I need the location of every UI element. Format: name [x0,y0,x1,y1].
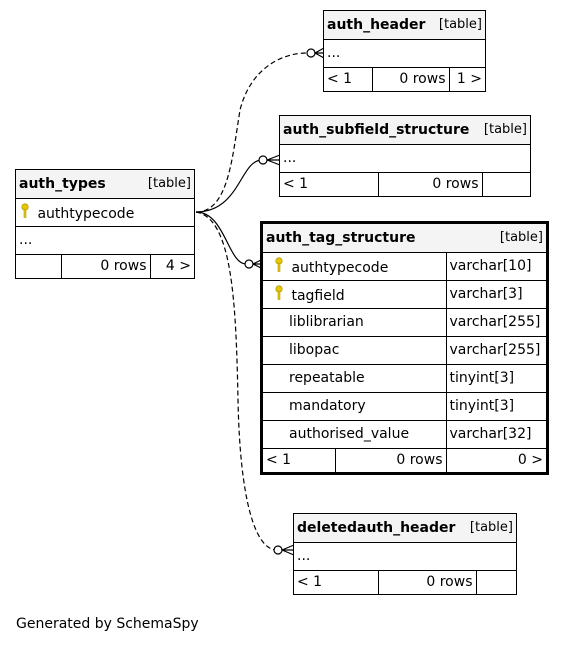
column-name: authtypecode [291,259,389,276]
column-name: repeatable [263,363,447,393]
key-icon [21,202,29,218]
crowfoot-marker [314,47,325,59]
children-count[interactable]: 0 > [445,447,546,472]
table-kind: [table] [483,121,527,137]
children-count[interactable] [475,569,516,594]
row-count: 0 rows [371,66,450,91]
row-count: 0 rows [60,253,151,278]
edge-auth-tag-structure [195,211,247,265]
generated-by-label: Generated by SchemaSpy [16,616,199,632]
edge-end-circle [244,259,254,269]
table-name[interactable]: auth_tag_structure [266,229,416,246]
column-row[interactable]: mandatory tinyint[3] [263,391,546,421]
children-count[interactable]: 1 > [448,66,485,91]
table-kind: [table] [147,175,191,191]
row-count: 0 rows [334,447,447,472]
table-auth-header[interactable]: auth_header [table] ... < 1 0 rows 1 > [323,10,486,92]
column-row[interactable]: repeatable tinyint[3] [263,363,546,393]
row-count: 0 rows [377,171,483,196]
row-count: 0 rows [377,569,477,594]
edge-auth-subfield-structure [195,159,263,213]
column-type: varchar[10] [445,251,546,281]
edge-auth-header [195,52,308,213]
table-name[interactable]: auth_subfield_structure [283,121,470,138]
edge-end-circle [273,545,283,555]
crowfoot-marker [281,544,295,556]
parents-count[interactable] [16,253,62,278]
columns-ellipsis: ... [294,541,516,571]
parents-count[interactable]: < 1 [263,447,336,472]
parents-count[interactable]: < 1 [294,569,379,594]
children-count[interactable]: 4 > [149,253,194,278]
column-name: liblibrarian [263,307,447,337]
crowfoot-marker [266,154,281,166]
table-auth-tag-structure[interactable]: auth_tag_structure [table] authtypecode v… [260,221,549,475]
column-name: authorised_value [263,419,447,449]
key-icon [275,256,283,272]
column-name: authtypecode [37,205,135,222]
columns-ellipsis: ... [280,143,530,173]
column-row[interactable]: authtypecode varchar[10] [263,251,546,281]
columns-ellipsis: ... [16,225,194,255]
key-icon [275,284,283,300]
table-kind: [table] [499,229,543,245]
column-row[interactable]: authtypecode [16,197,194,227]
table-kind: [table] [469,519,513,535]
table-auth-types[interactable]: auth_types [table] authtypecode ... 0 row… [15,169,195,279]
parents-count[interactable]: < 1 [280,171,379,196]
column-name: tagfield [291,287,345,304]
column-type: varchar[3] [445,279,546,309]
column-name: libopac [263,335,447,365]
column-type: varchar[255] [445,307,546,337]
table-name[interactable]: auth_types [19,175,106,192]
column-type: varchar[255] [445,335,546,365]
column-name: mandatory [263,391,447,421]
columns-ellipsis: ... [324,38,485,68]
table-name[interactable]: auth_header [327,16,426,33]
edge-end-circle [258,155,268,165]
table-auth-subfield-structure[interactable]: auth_subfield_structure [table] ... < 1 0… [279,115,531,197]
column-type: tinyint[3] [445,391,546,421]
table-name[interactable]: deletedauth_header [297,519,456,536]
column-row[interactable]: liblibrarian varchar[255] [263,307,546,337]
column-row[interactable]: tagfield varchar[3] [263,279,546,309]
column-type: varchar[32] [445,419,546,449]
table-deletedauth-header[interactable]: deletedauth_header [table] ... < 1 0 rows [293,513,517,595]
parents-count[interactable]: < 1 [324,66,373,91]
children-count[interactable] [481,171,530,196]
column-type: tinyint[3] [445,363,546,393]
table-kind: [table] [438,16,482,32]
edge-end-circle [306,48,316,58]
column-row[interactable]: authorised_value varchar[32] [263,419,546,449]
column-row[interactable]: libopac varchar[255] [263,335,546,365]
edge-deletedauth-header [195,211,278,551]
